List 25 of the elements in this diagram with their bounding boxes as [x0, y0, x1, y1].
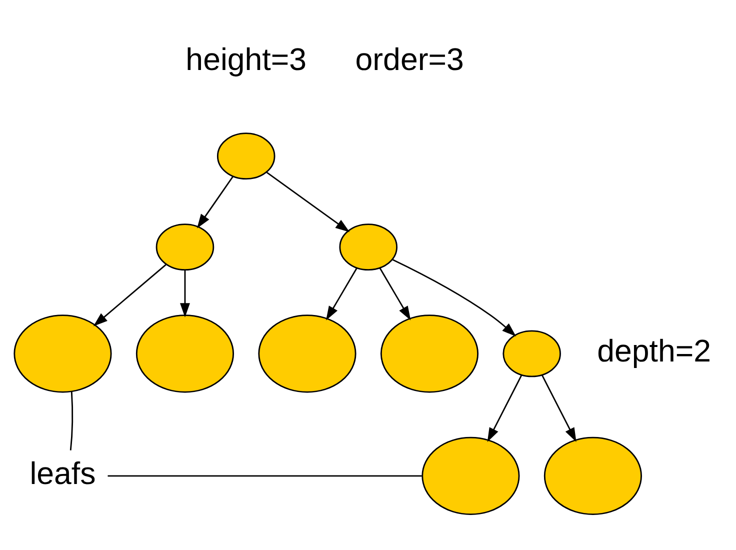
- node-circle: [156, 223, 214, 270]
- arrow: [93, 264, 166, 326]
- connector: [108, 474, 422, 476]
- node-label: depth=2: [597, 333, 712, 368]
- arrow: [392, 258, 516, 336]
- node-circle: [216, 132, 276, 180]
- node-circle: [422, 436, 520, 515]
- arrow: [487, 374, 522, 442]
- label: height=3: [186, 42, 307, 77]
- arrow: [266, 171, 350, 232]
- node-circle: [136, 314, 234, 392]
- node-circle: [380, 314, 479, 392]
- connector: [70, 391, 74, 450]
- arrow: [197, 176, 234, 228]
- arrow: [180, 270, 190, 317]
- arrow: [542, 374, 576, 442]
- node-circle: [258, 314, 356, 392]
- node-circle: [14, 314, 112, 392]
- node-circle: [544, 436, 642, 515]
- arrow: [379, 267, 411, 320]
- node-circle: [339, 223, 398, 270]
- label: order=3: [355, 42, 464, 77]
- node-text: leafs: [30, 455, 96, 490]
- node-circle: [502, 330, 561, 377]
- arrow: [326, 267, 358, 320]
